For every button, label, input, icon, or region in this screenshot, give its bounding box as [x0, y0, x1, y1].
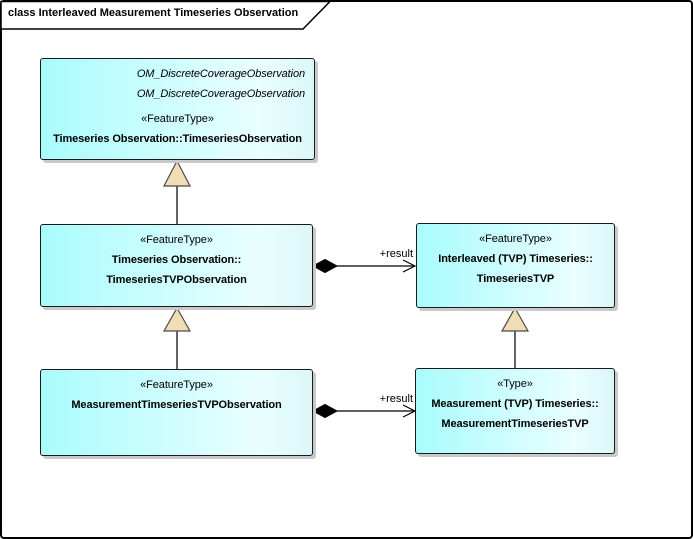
class-name: Measurement (TVP) Timeseries:: [431, 398, 599, 410]
stereotype-label: «FeatureType» [140, 379, 213, 391]
composition-diamond-icon [311, 403, 339, 419]
parent-class-ref: OM_DiscreteCoverageObservation [136, 68, 305, 80]
composition-result-bottom[interactable]: +result [311, 393, 417, 419]
stereotype-label: «FeatureType» [141, 113, 214, 125]
class-name: Interleaved (TVP) Timeseries:: [438, 253, 593, 265]
parent-class-ref: OM_DiscreteCoverageObservation [136, 88, 305, 100]
diagram-title: class Interleaved Measurement Timeseries… [8, 7, 299, 19]
generalization-tvpobservation-to-timeseriesobservation[interactable] [163, 159, 191, 224]
class-box-timeseries-observation[interactable]: OM_DiscreteCoverageObservation OM_Discre… [40, 58, 315, 160]
role-label-result-top: +result [380, 248, 413, 260]
stereotype-label: «Type» [497, 378, 533, 390]
generalization-measurementtvp-to-timeseriestvp[interactable] [500, 306, 530, 368]
generalization-triangle-icon [162, 306, 192, 332]
composition-diamond-icon [311, 258, 339, 274]
composition-result-top[interactable]: +result [311, 248, 417, 274]
class-box-measurement-timeseries-tvp[interactable]: «Type» Measurement (TVP) Timeseries:: Me… [415, 368, 615, 454]
role-label-result-bottom: +result [380, 393, 413, 405]
class-name: Timeseries Observation:: [111, 254, 242, 266]
open-arrowhead-icon [402, 259, 417, 273]
class-box-timeseries-tvp-observation[interactable]: «FeatureType» Timeseries Observation:: T… [40, 224, 313, 307]
class-name: TimeseriesTVPObservation [106, 274, 247, 286]
generalization-triangle-icon [500, 306, 530, 332]
stereotype-label: «FeatureType» [479, 233, 552, 245]
class-name: TimeseriesTVP [476, 273, 555, 285]
diagram-frame-tab [0, 0, 332, 30]
class-box-measurement-timeseries-tvp-observation[interactable]: «FeatureType» MeasurementTimeseriesTVPOb… [40, 369, 313, 456]
class-name: Timeseries Observation::TimeseriesObserv… [53, 133, 302, 145]
generalization-triangle-icon [163, 159, 191, 187]
generalization-measurementtvpobs-to-tvpobservation[interactable] [162, 306, 192, 369]
class-box-timeseries-tvp[interactable]: «FeatureType» Interleaved (TVP) Timeseri… [416, 223, 615, 308]
class-name: MeasurementTimeseriesTVPObservation [71, 399, 282, 411]
stereotype-label: «FeatureType» [140, 234, 213, 246]
class-name: MeasurementTimeseriesTVP [441, 418, 589, 430]
